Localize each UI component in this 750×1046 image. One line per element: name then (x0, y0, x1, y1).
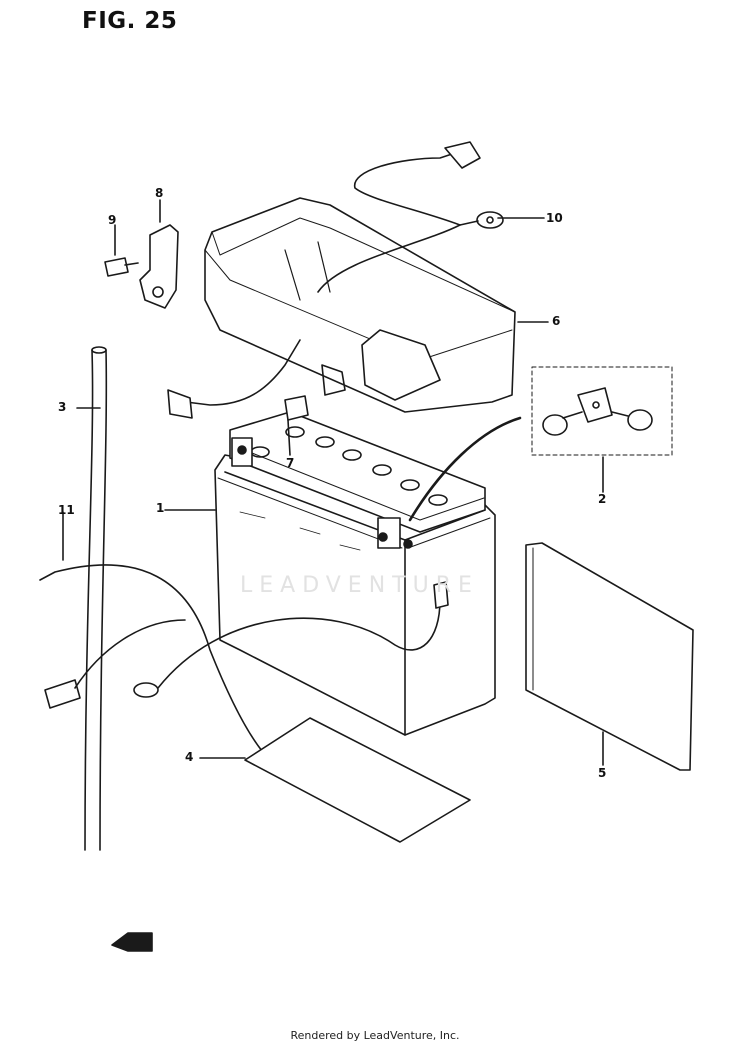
callout-8: 8 (155, 186, 164, 200)
rubber-pad (244, 717, 471, 843)
terminal-screw (284, 395, 309, 421)
breather-tube (84, 346, 108, 851)
cover-cable (169, 339, 301, 406)
battery-plate (525, 542, 694, 771)
callout-4: 4 (185, 750, 194, 764)
callout-7: 7 (286, 456, 295, 470)
callout-3: 3 (58, 400, 67, 414)
callout-5: 5 (598, 766, 607, 780)
positive-lead (317, 141, 504, 293)
callout-9: 9 (108, 213, 117, 227)
battery-cover (204, 197, 516, 413)
callout-11: 11 (58, 503, 75, 517)
forward-arrow (111, 932, 153, 952)
callout-1: 1 (156, 501, 165, 515)
callout-2: 2 (598, 492, 607, 506)
mounting-bracket (104, 224, 179, 309)
sensor-lead (39, 511, 271, 761)
footer-credit: Rendered by LeadVenture, Inc. (290, 1029, 460, 1042)
negative-lead (133, 581, 449, 698)
figure-title: FIG. 25 (82, 8, 178, 34)
terminal-kit (76, 199, 673, 766)
battery (214, 411, 496, 736)
watermark: LEADVENTURE (240, 573, 479, 598)
callout-6: 6 (552, 314, 561, 328)
callout-10: 10 (546, 211, 563, 225)
main-lead (408, 416, 522, 522)
